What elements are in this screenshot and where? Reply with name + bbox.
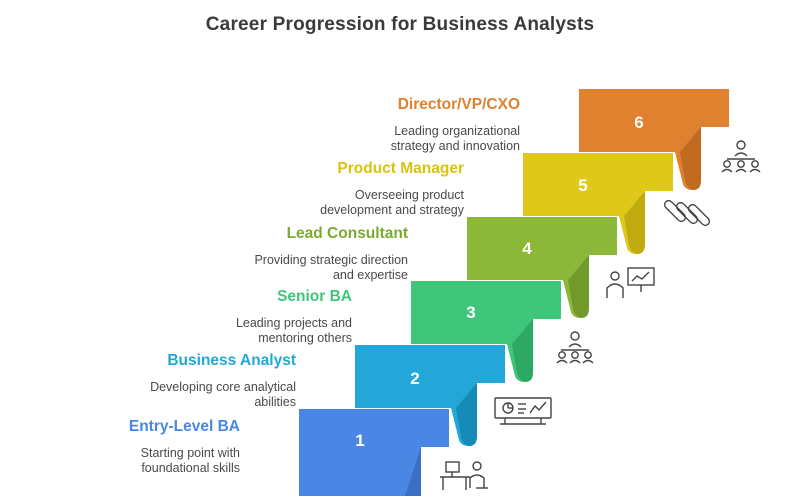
- step-1-face: [299, 409, 449, 496]
- step-5-block: 5: [523, 153, 673, 254]
- step-4-block: 4: [467, 217, 617, 318]
- step-6-title: Director/VP/CXO: [397, 96, 520, 113]
- executive-team-icon: [721, 140, 761, 173]
- step-3-description: Leading projects and mentoring others: [236, 316, 352, 346]
- step-4-title: Lead Consultant: [286, 225, 408, 242]
- step-6-description: Leading organizational strategy and inno…: [391, 124, 520, 154]
- step-3-block: 3: [411, 281, 561, 382]
- step-2-description: Developing core analytical abilities: [150, 380, 296, 410]
- step-1-fold: [405, 447, 421, 496]
- step-3-fold: [512, 319, 533, 382]
- presenter-icon: [606, 267, 655, 298]
- step-3-number: 3: [466, 303, 475, 322]
- step-3-title: Senior BA: [277, 288, 352, 305]
- step-1-label: Entry-Level BA Starting point with found…: [129, 418, 240, 476]
- product-pipeline-icon: [663, 199, 711, 227]
- step-2-fold: [456, 383, 477, 446]
- analytics-monitor-icon: [494, 397, 552, 425]
- step-6-number: 6: [634, 113, 643, 132]
- step-2-block: 2: [355, 345, 505, 446]
- step-6-desc-line: Leading organizational: [394, 124, 520, 138]
- step-3-desc-line: Leading projects and: [235, 316, 352, 330]
- step-1-description: Starting point with foundational skills: [129, 446, 240, 476]
- team-leader-icon: [556, 331, 594, 364]
- step-6-fold: [680, 127, 701, 190]
- step-3-label: Senior BA Leading projects and mentoring…: [236, 288, 352, 346]
- step-4-desc-line: Providing strategic direction: [254, 253, 408, 267]
- desk-worker-icon: [440, 461, 488, 490]
- step-5-description: Overseeing product development and strat…: [320, 188, 464, 218]
- step-5-desc-line: development and strategy: [320, 203, 464, 217]
- step-1-title: Entry-Level BA: [128, 418, 240, 435]
- step-4-description: Providing strategic direction and expert…: [254, 253, 408, 283]
- diagram-title: Career Progression for Business Analysts: [205, 14, 595, 35]
- step-4-desc-line: and expertise: [332, 268, 408, 282]
- step-1-desc-line: Starting point with: [140, 446, 240, 460]
- step-1-number: 1: [355, 431, 364, 450]
- step-5-label: Product Manager Overseeing product devel…: [320, 160, 464, 218]
- step-6-block: 6: [579, 89, 729, 190]
- step-2-desc-line: abilities: [254, 395, 296, 409]
- step-1-block: 1: [299, 409, 449, 496]
- step-5-fold: [624, 191, 645, 254]
- step-4-label: Lead Consultant Providing strategic dire…: [254, 225, 408, 283]
- step-5-desc-line: Overseeing product: [354, 188, 464, 202]
- step-4-number: 4: [522, 239, 532, 258]
- step-2-title: Business Analyst: [167, 352, 296, 369]
- step-6-label: Director/VP/CXO Leading organizational s…: [391, 96, 520, 154]
- step-3-desc-line: mentoring others: [258, 331, 352, 345]
- step-2-label: Business Analyst Developing core analyti…: [150, 352, 296, 410]
- step-5-title: Product Manager: [337, 160, 464, 177]
- step-2-number: 2: [410, 369, 419, 388]
- step-1-desc-line: foundational skills: [141, 461, 240, 475]
- step-5-number: 5: [578, 176, 587, 195]
- step-4-fold: [568, 255, 589, 318]
- step-2-desc-line: Developing core analytical: [150, 380, 296, 394]
- step-6-desc-line: strategy and innovation: [390, 139, 520, 153]
